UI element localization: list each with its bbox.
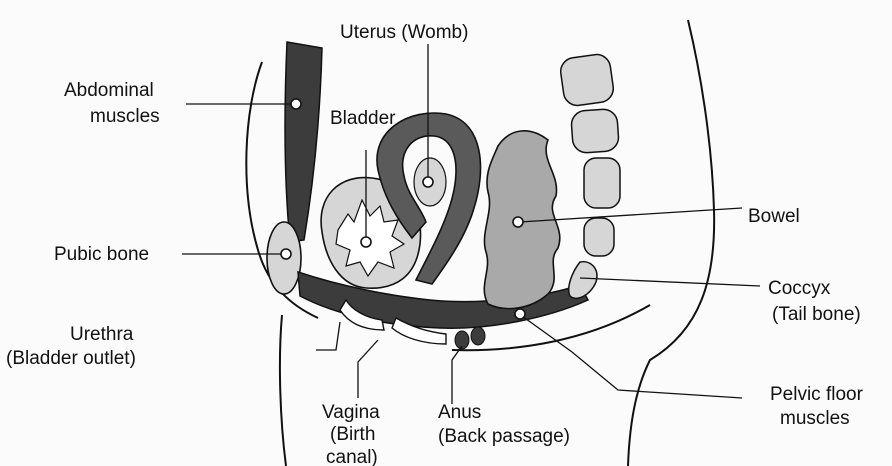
label-uterus: Uterus (Womb) <box>340 22 468 43</box>
label-anus-line2: (Back passage) <box>438 426 570 447</box>
label-pubic-bone: Pubic bone <box>54 244 149 265</box>
label-urethra-line1: Urethra <box>70 324 134 345</box>
pointer-dot-pubic-bone <box>281 249 291 259</box>
leader-vagina <box>358 340 378 398</box>
label-bowel: Bowel <box>748 206 800 227</box>
vertebra-1 <box>559 53 615 107</box>
vertebra-3 <box>584 158 620 208</box>
vertebra-2 <box>571 108 620 153</box>
pointer-dot-bladder <box>361 237 371 247</box>
label-coccyx-line1: Coccyx <box>768 278 831 299</box>
label-pelvic-floor-line2: muscles <box>780 408 850 429</box>
leader-coccyx <box>580 278 760 286</box>
vertebra-4 <box>584 218 614 256</box>
label-vagina-line3: canal) <box>326 447 378 466</box>
pointer-dot-uterus <box>423 177 433 187</box>
body-back-outline <box>628 20 714 466</box>
label-coccyx-line2: (Tail bone) <box>772 304 861 325</box>
label-pelvic-floor-line1: Pelvic floor <box>770 384 864 405</box>
pointer-dot-abdominal <box>291 99 301 109</box>
anus-marker-2 <box>471 327 485 345</box>
thigh-outline <box>280 315 286 466</box>
label-urethra-line2: (Bladder outlet) <box>6 348 136 369</box>
leader-urethra <box>316 322 340 350</box>
label-abdominal-muscles-line1: Abdominal <box>64 80 154 101</box>
pointer-dot-pelvic-floor <box>515 309 525 319</box>
label-abdominal-muscles-line2: muscles <box>90 106 160 127</box>
coccyx <box>569 262 597 299</box>
abdominal-muscles <box>285 42 322 242</box>
pointer-dot-bowel <box>513 217 523 227</box>
leader-pelvic-floor <box>522 316 742 398</box>
label-bladder: Bladder <box>330 108 396 129</box>
label-anus-line1: Anus <box>438 402 481 423</box>
label-vagina-line2: (Birth <box>330 424 375 445</box>
leader-anus <box>452 346 462 404</box>
label-vagina-line1: Vagina <box>322 402 380 423</box>
